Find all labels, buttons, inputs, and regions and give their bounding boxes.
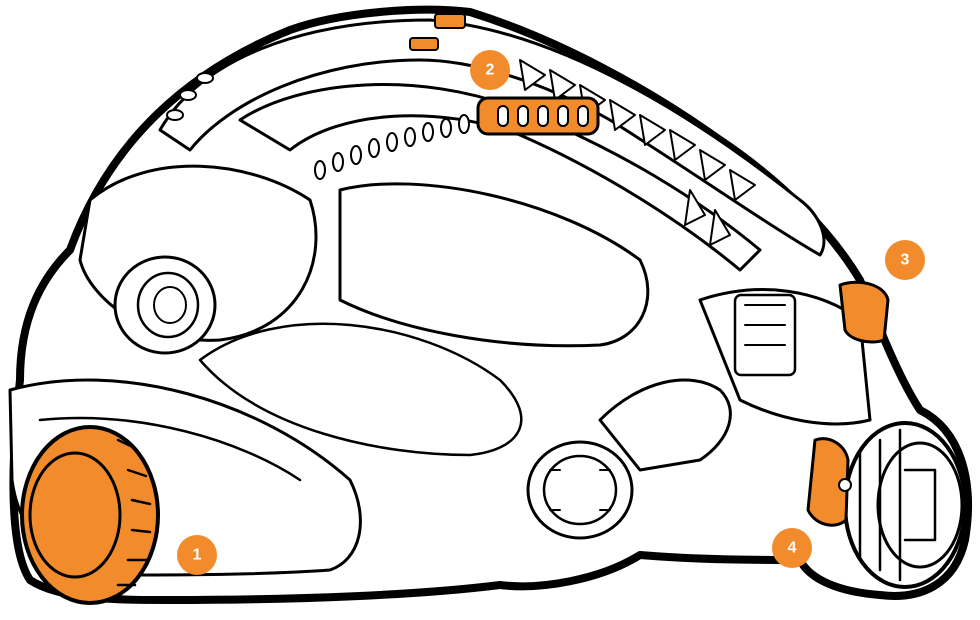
upper-pivot-lock xyxy=(838,280,890,344)
crown-strap-adjuster xyxy=(409,13,600,136)
side-arm xyxy=(698,288,872,426)
tilt-lever xyxy=(806,437,852,527)
callout-4: 4 xyxy=(772,528,812,568)
callout-1: 1 xyxy=(177,535,217,575)
callout-4-label: 4 xyxy=(788,540,797,557)
side-knob xyxy=(843,421,967,589)
rear-hinge xyxy=(526,378,732,540)
callout-1-label: 1 xyxy=(193,547,202,564)
callout-3-label: 3 xyxy=(901,252,910,269)
callout-2: 2 xyxy=(470,50,510,90)
callout-3: 3 xyxy=(885,240,925,280)
callout-2-label: 2 xyxy=(486,62,495,79)
front-pivot xyxy=(113,255,217,355)
rear-ratchet-knob xyxy=(20,425,160,605)
